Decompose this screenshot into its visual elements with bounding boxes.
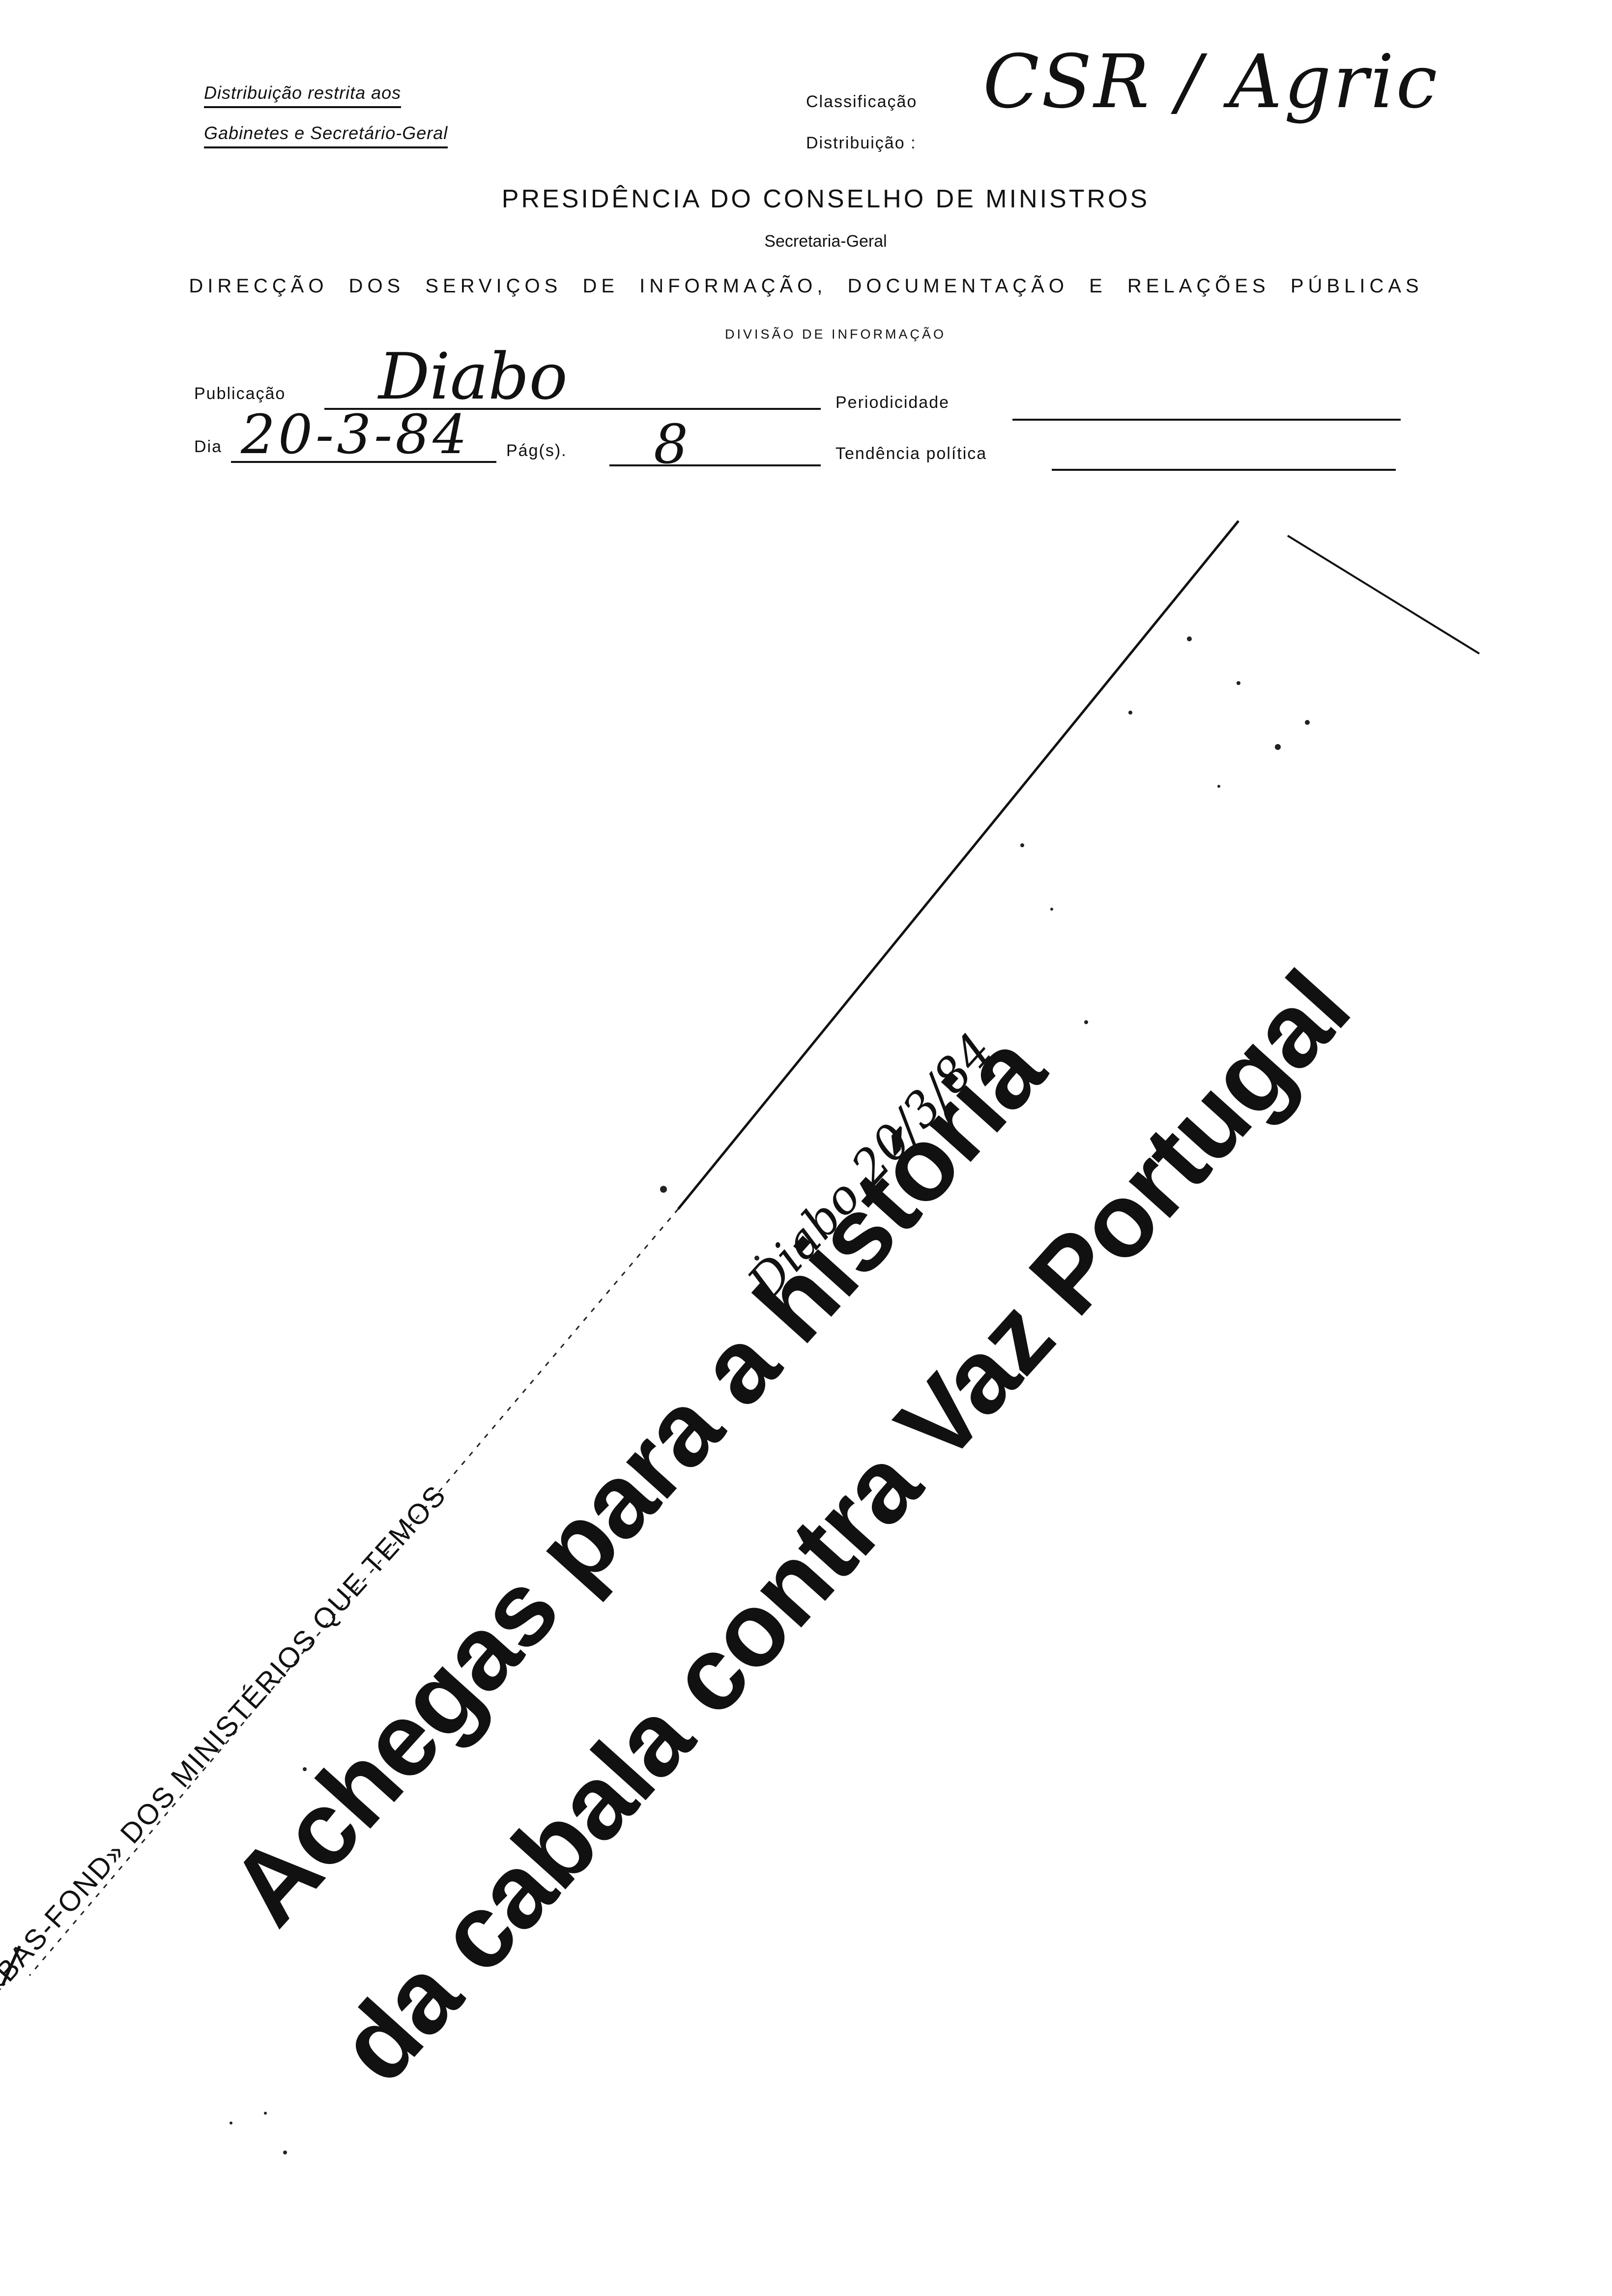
clipping-edge-top xyxy=(677,520,1239,1210)
distribution-note-line1: Distribuição restrita aos xyxy=(204,83,402,108)
pages-line xyxy=(609,464,821,466)
directorate: DIRECÇÃO DOS SERVIÇOS DE INFORMAÇÃO, DOC… xyxy=(189,275,1423,297)
day-line xyxy=(231,461,496,463)
scan-specks xyxy=(230,636,1310,2154)
clipping-edge-top-faint xyxy=(29,1208,679,1976)
day-label: Dia xyxy=(194,437,223,456)
distribution-label: Distribuição : xyxy=(806,134,917,152)
clipping-edge-left xyxy=(1,1945,21,1986)
periodicity-line xyxy=(1012,419,1401,421)
institution-name: PRESIDÊNCIA DO CONSELHO DE MINISTROS xyxy=(501,185,1150,213)
institution-sub: Secretaria-Geral xyxy=(764,232,887,251)
pages-value: 8 xyxy=(654,413,688,476)
day-value: 20-3-84 xyxy=(241,403,470,466)
handwritten-classification: CSR / Agric xyxy=(983,39,1439,125)
publication-label: Publicação xyxy=(194,384,286,403)
tendency-label: Tendência política xyxy=(835,444,987,463)
periodicity-label: Periodicidade xyxy=(835,393,950,412)
publication-line xyxy=(324,408,821,410)
pages-label: Pág(s). xyxy=(506,441,567,460)
publication-value: Diabo xyxy=(378,339,568,414)
tendency-line xyxy=(1052,469,1396,471)
classification-label: Classificação xyxy=(806,92,918,111)
distribution-note-line2: Gabinetes e Secretário-Geral xyxy=(204,123,448,148)
clipping-edge-right xyxy=(1287,535,1480,655)
division: DIVISÃO DE INFORMAÇÃO xyxy=(724,327,947,342)
